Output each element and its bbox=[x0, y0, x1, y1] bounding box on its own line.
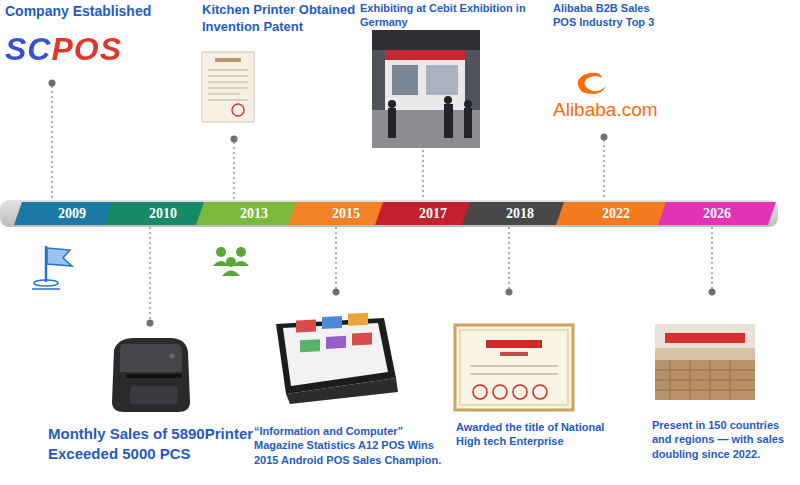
band-fill bbox=[658, 202, 776, 225]
year-text: 2022 bbox=[556, 202, 676, 225]
pos-terminal-illustration bbox=[276, 313, 398, 404]
event-caption: Company Established bbox=[5, 2, 175, 20]
alibaba-logo-mark bbox=[578, 73, 606, 94]
warehouse-photo bbox=[655, 324, 755, 400]
team-icon bbox=[213, 247, 249, 276]
leader-dots bbox=[49, 80, 716, 327]
event-caption: Kitchen Printer Obtained Invention Paten… bbox=[202, 2, 358, 36]
year-text: 2026 bbox=[658, 202, 776, 225]
timeline-bar bbox=[0, 200, 778, 227]
event-caption: Monthly Sales of 5890Printer Exceeded 50… bbox=[48, 424, 256, 463]
certificate-illustration bbox=[455, 325, 573, 410]
alibaba-logo-text: Alibaba.com bbox=[553, 98, 683, 123]
leader-lines bbox=[52, 86, 712, 320]
exhibition-photo bbox=[372, 30, 480, 148]
year-band: 2026 bbox=[658, 202, 776, 225]
printer-illustration bbox=[112, 338, 190, 412]
event-caption: Awarded the title of National High tech … bbox=[456, 420, 616, 449]
company-logo: SCPOS bbox=[5, 32, 122, 67]
flag-icon bbox=[32, 246, 72, 289]
event-caption: Alibaba B2B Sales POS Industry Top 3 bbox=[553, 1, 675, 30]
event-caption: Exhibiting at Cebit Exhibition in German… bbox=[360, 1, 530, 30]
band-fill bbox=[556, 202, 676, 225]
year-band: 2022 bbox=[556, 202, 676, 225]
event-caption: “Information and Computer” Magazine Stat… bbox=[254, 424, 450, 467]
patent-document bbox=[202, 52, 254, 122]
event-caption: Present in 150 countries and regions — w… bbox=[652, 418, 794, 461]
